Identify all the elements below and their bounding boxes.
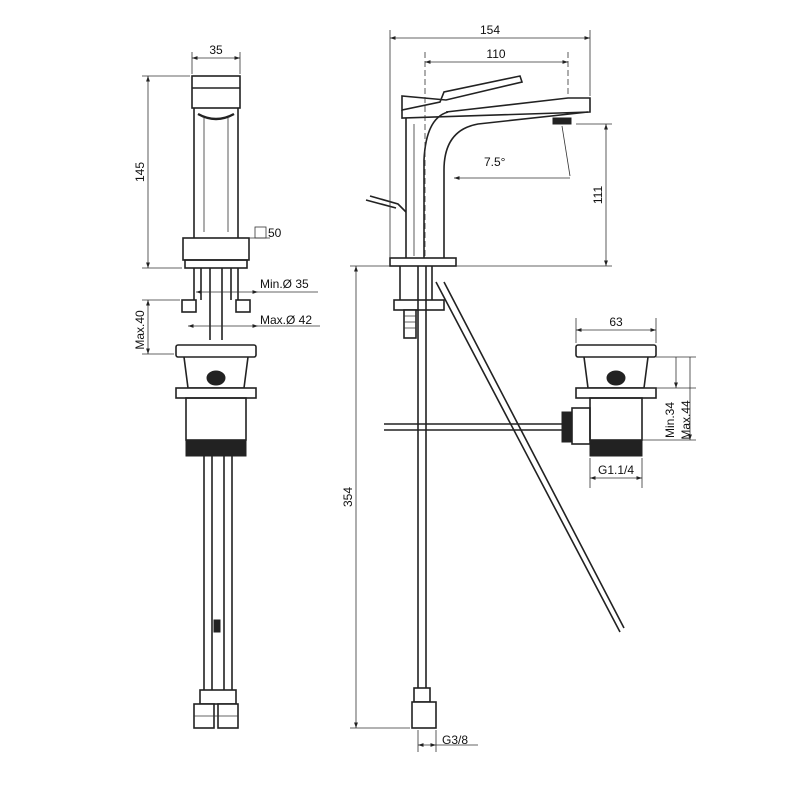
dim-waste-min: Min.34 bbox=[663, 402, 677, 438]
front-spout-head bbox=[191, 75, 241, 109]
side-view bbox=[365, 75, 657, 729]
side-diagonal-rod bbox=[435, 281, 625, 633]
front-aerator bbox=[197, 112, 235, 121]
front-mounting-rods bbox=[193, 268, 239, 300]
dim-hose-connection: G3/8 bbox=[442, 733, 468, 747]
dim-waste-max: Max.44 bbox=[679, 400, 693, 440]
dim-spout-reach: 110 bbox=[486, 47, 505, 61]
dim-waste-width: 63 bbox=[609, 315, 623, 329]
dim-max-diameter: Max.Ø 42 bbox=[260, 313, 312, 327]
dim-max-thickness: Max.40 bbox=[133, 310, 147, 350]
side-spout bbox=[401, 97, 591, 119]
front-view bbox=[175, 75, 257, 729]
side-hose bbox=[417, 266, 427, 688]
front-waste-thread bbox=[185, 439, 247, 457]
side-dimensions: 154 110 7.5° 111 354 G3/8 bbox=[341, 23, 612, 752]
waste-dimensions: 63 Min.34 Max.44 G1.1/4 bbox=[575, 315, 696, 488]
dim-side-total-width: 154 bbox=[480, 23, 500, 37]
side-base bbox=[389, 257, 457, 267]
side-popup-rod bbox=[365, 195, 407, 213]
front-body bbox=[193, 108, 239, 238]
side-waste-thread bbox=[589, 439, 643, 457]
side-lever bbox=[401, 75, 524, 111]
dim-min-diameter: Min.Ø 35 bbox=[260, 277, 309, 291]
side-waste-flange bbox=[575, 344, 657, 358]
dim-waste-thread: G1.1/4 bbox=[598, 463, 634, 477]
side-linkage-rod bbox=[384, 423, 562, 431]
dim-total-length: 354 bbox=[341, 487, 355, 507]
front-dimensions: 35 145 50 Max.40 Min.Ø 35 Max.Ø 42 bbox=[133, 43, 320, 355]
side-threaded-stud bbox=[403, 309, 417, 339]
side-rod-connector bbox=[561, 411, 573, 443]
dim-base-square: 50 bbox=[268, 226, 282, 240]
side-hose-nut bbox=[411, 701, 437, 729]
side-waste-knob bbox=[606, 370, 626, 386]
dim-spout-angle: 7.5° bbox=[484, 155, 506, 169]
dim-spout-height: 111 bbox=[591, 186, 605, 205]
front-waste-flange bbox=[175, 344, 257, 358]
front-waste-knob bbox=[206, 370, 226, 386]
front-hoses bbox=[203, 456, 233, 690]
front-base bbox=[182, 237, 250, 261]
dim-front-height: 145 bbox=[133, 162, 147, 182]
side-aerator bbox=[552, 117, 572, 125]
square-symbol-icon bbox=[254, 226, 267, 239]
dim-front-width: 35 bbox=[209, 43, 223, 57]
